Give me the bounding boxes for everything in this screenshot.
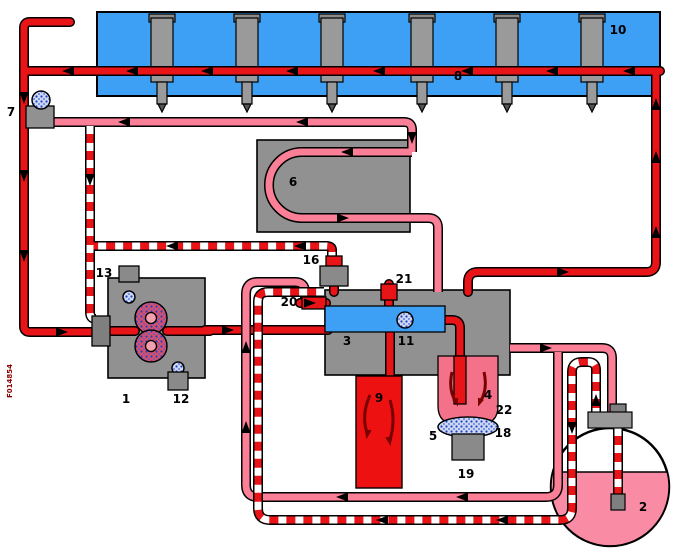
label-7: 7 xyxy=(7,105,15,119)
label-13: 13 xyxy=(96,266,113,280)
label-16: 16 xyxy=(303,253,320,267)
filter-element-9 xyxy=(355,375,403,489)
label-3: 3 xyxy=(343,334,351,348)
water-separator xyxy=(437,355,499,461)
label-12: 12 xyxy=(173,392,190,406)
fuel-tank xyxy=(549,426,671,548)
tank-fuel-level xyxy=(550,471,670,547)
separator-center-tube xyxy=(453,355,467,405)
label-4: 4 xyxy=(484,388,492,402)
part-code: F014854 xyxy=(6,364,14,398)
drain-valve-19 xyxy=(451,433,485,461)
label-1: 1 xyxy=(122,392,130,406)
label-11: 11 xyxy=(398,334,415,348)
fitting-21 xyxy=(380,283,398,301)
injector xyxy=(233,13,261,114)
suction-line xyxy=(85,126,623,525)
injector xyxy=(578,13,606,114)
tank-fittings xyxy=(587,403,633,511)
label-20: 20 xyxy=(281,295,298,309)
tank-suction-fitting xyxy=(587,411,633,429)
label-19: 19 xyxy=(458,467,475,481)
label-22: 22 xyxy=(496,403,513,417)
injector xyxy=(148,13,176,114)
label-8: 8 xyxy=(454,69,462,83)
label-5: 5 xyxy=(429,429,437,443)
label-6: 6 xyxy=(289,175,297,189)
label-2: 2 xyxy=(639,500,647,514)
components xyxy=(25,90,446,391)
check-valve-16 xyxy=(319,255,349,287)
internal-flow-arrows xyxy=(362,371,487,447)
injector xyxy=(408,13,436,114)
injector xyxy=(493,13,521,114)
label-18: 18 xyxy=(495,426,512,440)
regulator-valve-7 xyxy=(25,90,55,129)
label-9: 9 xyxy=(375,391,383,405)
injector xyxy=(318,13,346,114)
filter-head xyxy=(324,305,446,333)
label-10: 10 xyxy=(610,23,627,37)
pump-inlet-fitting xyxy=(91,315,111,347)
pump-gears xyxy=(134,301,168,363)
valve-13 xyxy=(118,265,140,304)
labels: 7 10 8 6 16 21 20 3 11 13 1 12 9 4 22 5 … xyxy=(6,23,647,514)
valve-12 xyxy=(167,361,189,391)
suction-strainer xyxy=(610,493,626,511)
return-line xyxy=(54,117,617,502)
fuel-gallery xyxy=(96,11,661,97)
label-21: 21 xyxy=(396,272,413,286)
